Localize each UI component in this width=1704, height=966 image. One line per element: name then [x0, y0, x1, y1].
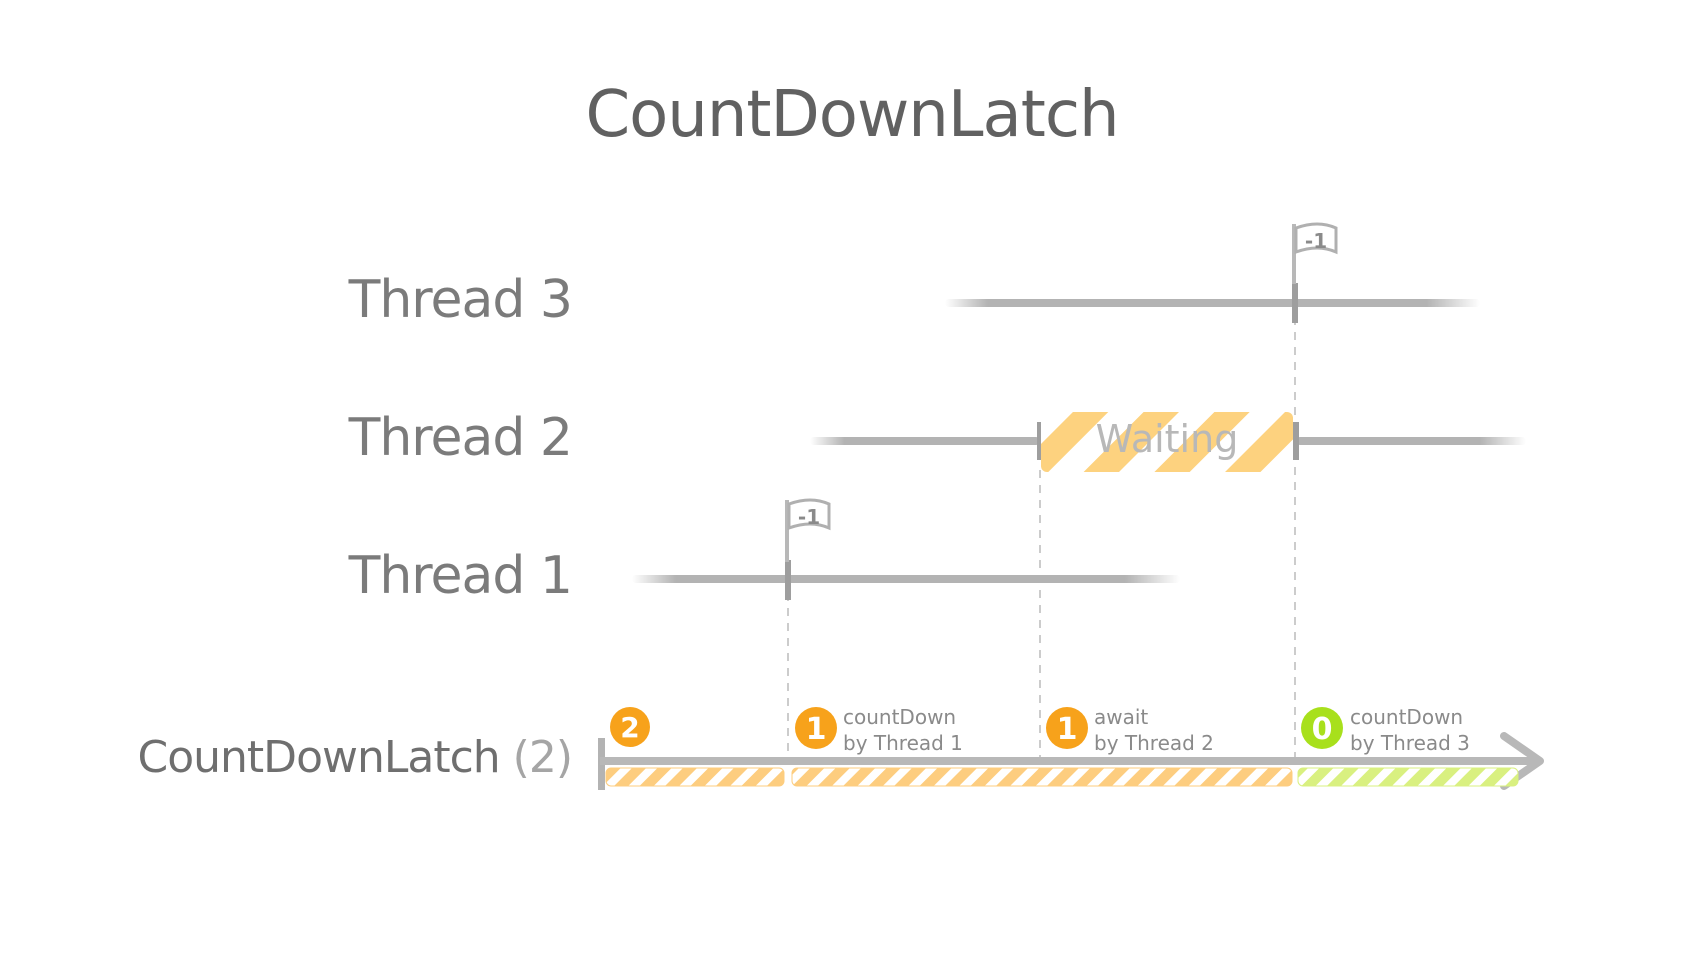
thread-1-label: Thread 1	[348, 546, 573, 606]
latch-name: CountDownLatch	[137, 732, 501, 783]
latch-axis-line	[600, 757, 1540, 765]
latch-bar-count-0	[1297, 767, 1519, 787]
thread-2-line-after	[1296, 437, 1526, 445]
diagram-title: CountDownLatch	[585, 78, 1119, 152]
latch-badge-countdown-t1: 1	[795, 707, 837, 749]
thread-1-tick	[785, 560, 791, 600]
event-countdown-t3-line2: by Thread 3	[1350, 731, 1470, 755]
latch-badge-countdown-t3: 0	[1301, 707, 1343, 749]
thread-3-line	[945, 299, 1480, 307]
thread-3-label: Thread 3	[348, 270, 573, 330]
flag-thread-1-text: -1	[798, 505, 820, 529]
thread-2-label: Thread 2	[348, 408, 573, 468]
event-countdown-t3-line1: countDown	[1350, 705, 1463, 729]
thread-1-line	[632, 575, 1180, 583]
latch-label: CountDownLatch (2)	[137, 732, 573, 783]
flag-thread-1: -1	[785, 498, 831, 562]
latch-badge-countdown-t1-text: 1	[806, 712, 827, 747]
latch-badge-await-t2-text: 1	[1057, 712, 1078, 747]
waiting-block	[1041, 412, 1293, 472]
latch-badge-await-t2: 1	[1046, 707, 1088, 749]
thread-2-tick-end	[1293, 422, 1299, 460]
latch-badge-countdown-t3-text: 0	[1312, 712, 1333, 747]
event-countdown-t1-line1: countDown	[843, 705, 956, 729]
latch-badge-count-2-text: 2	[620, 711, 639, 744]
thread-2-tick-start	[1037, 422, 1043, 460]
event-await-t2-line1: await	[1094, 705, 1148, 729]
waiting-label: Waiting	[1096, 417, 1239, 461]
thread-3-tick	[1292, 283, 1298, 323]
latch-bar-count-1	[791, 767, 1293, 787]
latch-badge-count-2: 2	[610, 707, 650, 747]
event-await-t2-line2: by Thread 2	[1094, 731, 1214, 755]
flag-thread-3-text: -1	[1305, 229, 1327, 253]
thread-2-line-before	[810, 437, 1040, 445]
latch-bar-count-2	[605, 767, 785, 787]
flag-thread-3: -1	[1292, 222, 1338, 284]
event-countdown-t1-line2: by Thread 1	[843, 731, 963, 755]
latch-initial-count: (2)	[512, 732, 573, 783]
